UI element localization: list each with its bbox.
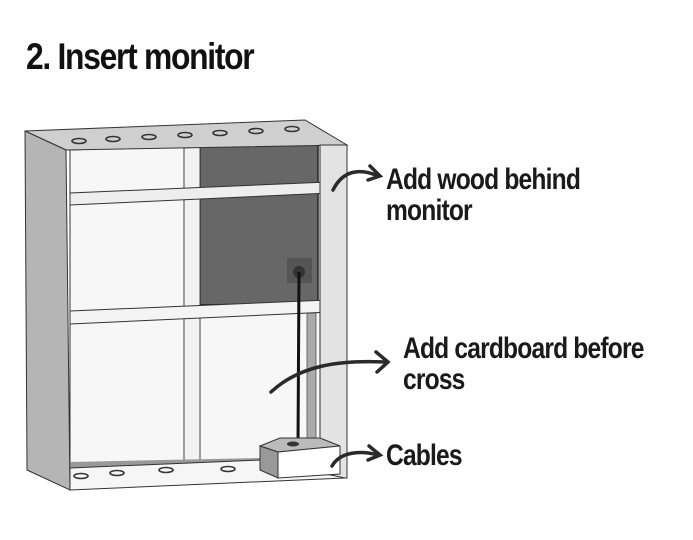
cable-box-front xyxy=(277,445,341,479)
arrow-wood xyxy=(331,169,380,192)
cardboard-strip xyxy=(306,312,317,444)
annotation-cardboard-line1: Add cardboard before xyxy=(403,332,644,365)
left-side-panel xyxy=(24,130,71,491)
annotation-cardboard-line2: cross xyxy=(403,363,465,396)
arrow-cardboard-head xyxy=(374,350,391,374)
cable-box-hole xyxy=(287,441,299,447)
annotation-wood-line1: Add wood behind xyxy=(386,163,581,196)
arrow-cables xyxy=(330,450,380,468)
annotation-cables: Cables xyxy=(386,439,463,472)
monitor-cable xyxy=(296,271,301,446)
arrow-wood-head xyxy=(366,164,384,182)
annotation-cardboard: Add cardboard before cross xyxy=(403,333,644,395)
arrow-cardboard xyxy=(269,359,387,394)
annotation-wood: Add wood behind monitor xyxy=(386,163,581,227)
arrow-cables-head xyxy=(366,444,384,462)
annotation-wood-line2: monitor xyxy=(386,194,473,227)
top-panel xyxy=(24,119,349,151)
top-holes xyxy=(71,125,300,145)
annotation-cables-line1: Cables xyxy=(386,439,463,472)
bottom-holes xyxy=(73,465,236,480)
right-side-panel xyxy=(319,144,348,479)
page-title: 2. Insert monitor xyxy=(26,36,255,77)
